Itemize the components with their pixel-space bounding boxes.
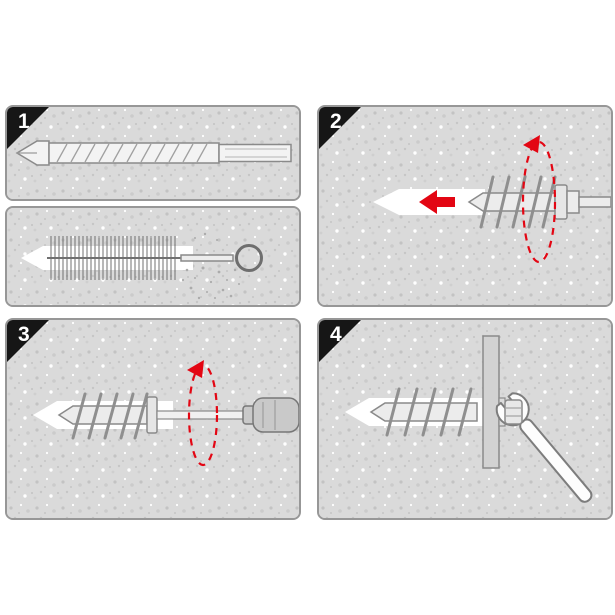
rotation-arrow-icon bbox=[187, 360, 219, 467]
subpanel-drilling: 1 bbox=[5, 105, 301, 201]
screw-in-illustration bbox=[7, 320, 299, 518]
anchor-icon bbox=[467, 175, 611, 229]
fixture-plate-icon bbox=[482, 335, 500, 469]
step-number: 1 bbox=[18, 110, 30, 133]
hex-bolt-icon bbox=[504, 399, 523, 425]
step-number: 3 bbox=[18, 323, 30, 346]
ring-handle-icon bbox=[235, 244, 263, 272]
rotation-arrow-icon bbox=[521, 135, 557, 264]
drill-bit-illustration bbox=[7, 107, 299, 199]
insert-anchor-illustration bbox=[319, 107, 611, 305]
anchor-icon bbox=[369, 387, 478, 437]
step-number: 4 bbox=[330, 323, 342, 346]
step-number: 2 bbox=[330, 110, 342, 133]
steps-grid: 1 bbox=[5, 105, 613, 520]
step-panel-3: 3 bbox=[5, 318, 301, 520]
anchor-icon bbox=[57, 392, 158, 440]
insert-arrow-icon bbox=[419, 190, 455, 214]
cleaning-brush-icon bbox=[47, 236, 263, 280]
step-panel-2: 2 bbox=[317, 105, 613, 307]
screwdriver-icon bbox=[156, 397, 299, 433]
step-panel-1: 1 bbox=[5, 105, 301, 307]
step-panel-4: 4 bbox=[317, 318, 613, 520]
fasten-illustration bbox=[319, 320, 611, 518]
subpanel-cleaning bbox=[5, 206, 301, 307]
brush-illustration bbox=[7, 208, 299, 305]
drill-bit-icon bbox=[15, 140, 292, 166]
dust-particles bbox=[181, 232, 240, 300]
